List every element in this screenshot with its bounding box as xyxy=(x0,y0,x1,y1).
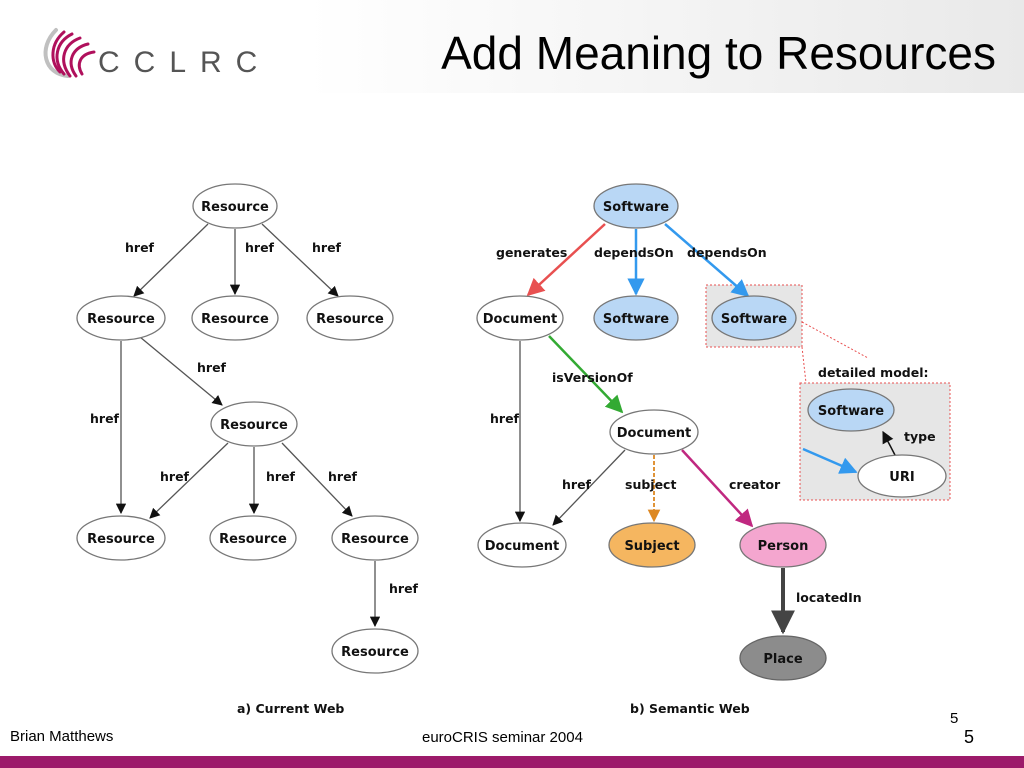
edge-label-href: href xyxy=(245,240,275,255)
page-number: 5 xyxy=(964,727,975,747)
edge-label-href: href xyxy=(266,469,296,484)
edge-depends-on-2 xyxy=(664,223,750,298)
node-label: Software xyxy=(721,312,787,327)
node-label: Resource xyxy=(87,532,155,547)
footer-event: euroCRIS seminar 2004 xyxy=(422,729,583,746)
node-software-top: Software xyxy=(593,183,679,229)
slide-title: Add Meaning to Resources xyxy=(441,27,996,79)
edge-label-href: href xyxy=(389,581,419,596)
node-software-right: Software xyxy=(711,295,797,341)
node-label: Document xyxy=(483,312,558,327)
edge-is-version-of xyxy=(548,335,624,414)
edge-label-href: href xyxy=(125,240,155,255)
edge-label-depends-on: dependsOn xyxy=(687,245,767,260)
footer-author: Brian Matthews xyxy=(10,728,114,745)
edge-href-center xyxy=(552,449,626,526)
node-label: Resource xyxy=(87,312,155,327)
edge-label-depends-on: dependsOn xyxy=(594,245,674,260)
edge-top-right xyxy=(261,223,339,297)
cclrc-logo xyxy=(38,14,258,86)
detail-connector-top xyxy=(801,321,869,359)
node-label: Resource xyxy=(316,312,384,327)
edge-label-href: href xyxy=(562,477,592,492)
logo-text: CCLRC xyxy=(98,46,272,79)
node-label: Document xyxy=(617,426,692,441)
edge-label-type: type xyxy=(904,429,936,444)
node-resource-mid: Resource xyxy=(191,295,279,341)
node-resource-right: Resource xyxy=(306,295,394,341)
edge-generates xyxy=(526,223,606,297)
edge-left-center xyxy=(139,336,223,406)
node-label: Resource xyxy=(341,532,409,547)
node-document-center: Document xyxy=(609,409,699,455)
node-label: Document xyxy=(485,539,560,554)
node-label: Software xyxy=(818,404,884,419)
title-bar xyxy=(0,0,1024,93)
node-subject: Subject xyxy=(608,522,696,568)
semantic-web-diagram: detailed model: Software Document Softwa… xyxy=(476,183,951,716)
node-label: Resource xyxy=(201,312,269,327)
edge-top-left xyxy=(133,223,209,297)
node-person: Person xyxy=(739,522,827,568)
node-label: Resource xyxy=(220,418,288,433)
detail-connector-bottom xyxy=(801,346,807,384)
current-web-diagram: Resource Resource Resource Resource Reso… xyxy=(76,183,419,716)
node-resource-bottom-left: Resource xyxy=(76,515,166,561)
node-document-bottom: Document xyxy=(477,522,567,568)
footer-band xyxy=(0,756,1024,768)
node-resource-center: Resource xyxy=(210,401,298,447)
semantic-web-caption: b) Semantic Web xyxy=(630,701,750,716)
node-resource-left: Resource xyxy=(76,295,166,341)
node-label: Person xyxy=(758,539,809,554)
edge-label-generates: generates xyxy=(496,245,567,260)
detailed-model-label: detailed model: xyxy=(818,365,929,380)
node-label: Resource xyxy=(341,645,409,660)
current-web-caption: a) Current Web xyxy=(237,701,344,716)
edge-label-located-in: locatedIn xyxy=(796,590,862,605)
node-label: Software xyxy=(603,200,669,215)
edge-label-is-version-of: isVersionOf xyxy=(552,370,633,385)
edge-label-href: href xyxy=(312,240,342,255)
node-resource-bottom-mid: Resource xyxy=(209,515,297,561)
edge-creator xyxy=(681,449,754,528)
node-label: Place xyxy=(763,652,802,667)
edge-label-href: href xyxy=(197,360,227,375)
node-software-mid: Software xyxy=(593,295,679,341)
edge-label-subject: subject xyxy=(625,477,676,492)
page-number-small: 5 xyxy=(950,710,959,727)
edge-label-creator: creator xyxy=(729,477,781,492)
edge-label-href: href xyxy=(490,411,520,426)
edge-label-href: href xyxy=(328,469,358,484)
node-place: Place xyxy=(739,635,827,681)
node-resource-top: Resource xyxy=(192,183,278,229)
node-label: Resource xyxy=(219,532,287,547)
edge-type xyxy=(882,430,897,458)
node-label: Resource xyxy=(201,200,269,215)
node-document-left: Document xyxy=(476,295,564,341)
node-label: Software xyxy=(603,312,669,327)
edge-label-href: href xyxy=(160,469,190,484)
logo-swoosh-icon xyxy=(43,28,96,78)
edge-detail-uri xyxy=(802,447,858,474)
node-software-detail: Software xyxy=(807,388,895,432)
node-uri: URI xyxy=(857,454,947,498)
node-resource-bottom-right: Resource xyxy=(331,515,419,561)
node-label: URI xyxy=(889,470,914,485)
node-label: Subject xyxy=(624,539,679,554)
edge-center-br xyxy=(281,442,353,517)
edge-center-bl xyxy=(149,442,229,519)
edge-label-href: href xyxy=(90,411,120,426)
node-resource-lowest: Resource xyxy=(331,628,419,674)
